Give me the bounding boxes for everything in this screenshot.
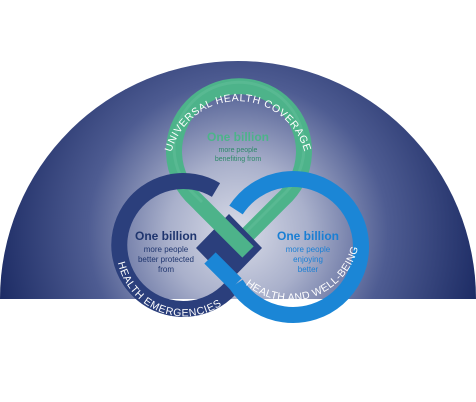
- wellbeing-line1: more people: [286, 245, 331, 254]
- wellbeing-line3: better: [298, 265, 319, 274]
- emergencies-line2: better protected: [138, 255, 194, 264]
- uhc-title: One billion: [207, 130, 269, 144]
- wellbeing-ring: [204, 171, 369, 323]
- emergencies-line1: more people: [144, 245, 189, 254]
- uhc-overlap-segment: [194, 198, 254, 258]
- wellbeing-line2: enjoying: [293, 255, 323, 264]
- uhc-line2: benefiting from: [215, 156, 261, 163]
- uhc-ring: [166, 78, 312, 256]
- uhc-line1: more people: [219, 147, 258, 154]
- emergencies-line3: from: [158, 265, 174, 274]
- emergencies-title: One billion: [135, 229, 197, 243]
- wellbeing-title: One billion: [277, 229, 339, 243]
